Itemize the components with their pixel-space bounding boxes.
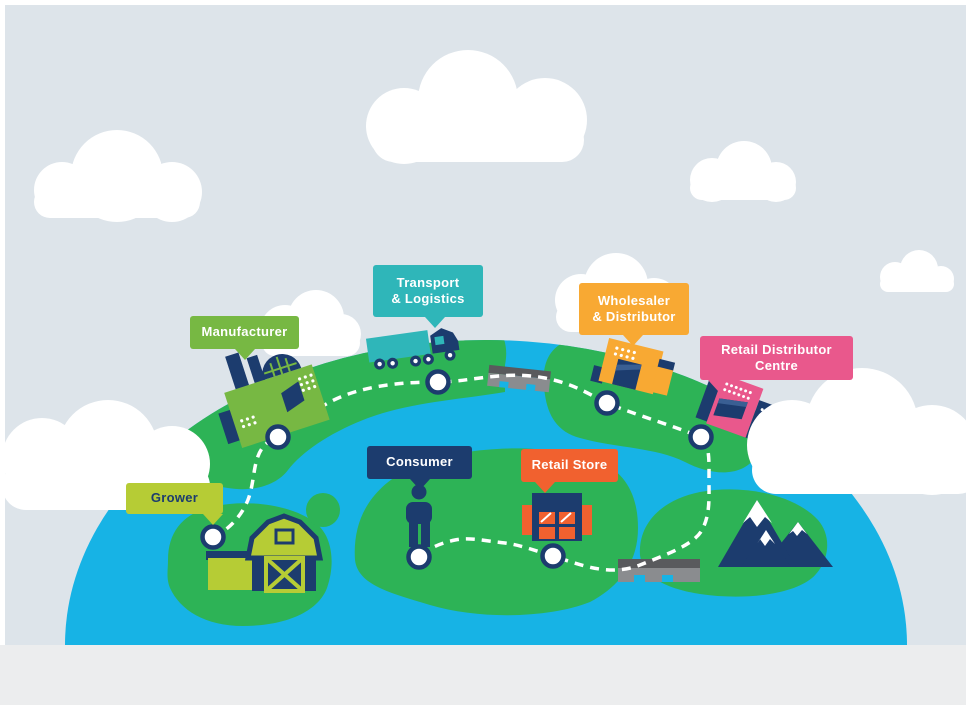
node-consumer (406, 544, 432, 570)
label-transport-logistics: Transport & Logistics (373, 265, 483, 317)
bridge-icon (618, 559, 700, 582)
node-transport (425, 369, 451, 395)
mountains-icon (718, 500, 833, 567)
node-grower (200, 524, 226, 550)
node-retail-distributor (688, 424, 714, 450)
landmass-islet (306, 493, 340, 527)
cloud (747, 368, 966, 495)
ground-strip (0, 645, 966, 705)
label-wholesaler-distributor: Wholesaler & Distributor (579, 283, 689, 335)
frame-edge (0, 0, 5, 645)
truck-icon (365, 328, 460, 370)
label-grower: Grower (126, 483, 223, 514)
node-wholesaler (594, 390, 620, 416)
cloud (880, 250, 954, 292)
storefront-icon (522, 493, 592, 541)
label-retail-distributor-centre: Retail Distributor Centre (700, 336, 853, 380)
warehouse-icon (590, 337, 676, 396)
barn-icon (206, 513, 324, 593)
label-retail-store: Retail Store (521, 449, 618, 482)
cloud (34, 130, 202, 222)
factory-icon (218, 352, 330, 449)
frame-edge (0, 0, 966, 5)
node-retail-store (540, 543, 566, 569)
node-manufacturer (265, 424, 291, 450)
bridge-icon (487, 364, 551, 393)
label-manufacturer: Manufacturer (190, 316, 299, 349)
route-path (212, 373, 711, 572)
label-consumer: Consumer (367, 446, 472, 479)
cloud (366, 50, 587, 164)
cloud (690, 141, 796, 202)
